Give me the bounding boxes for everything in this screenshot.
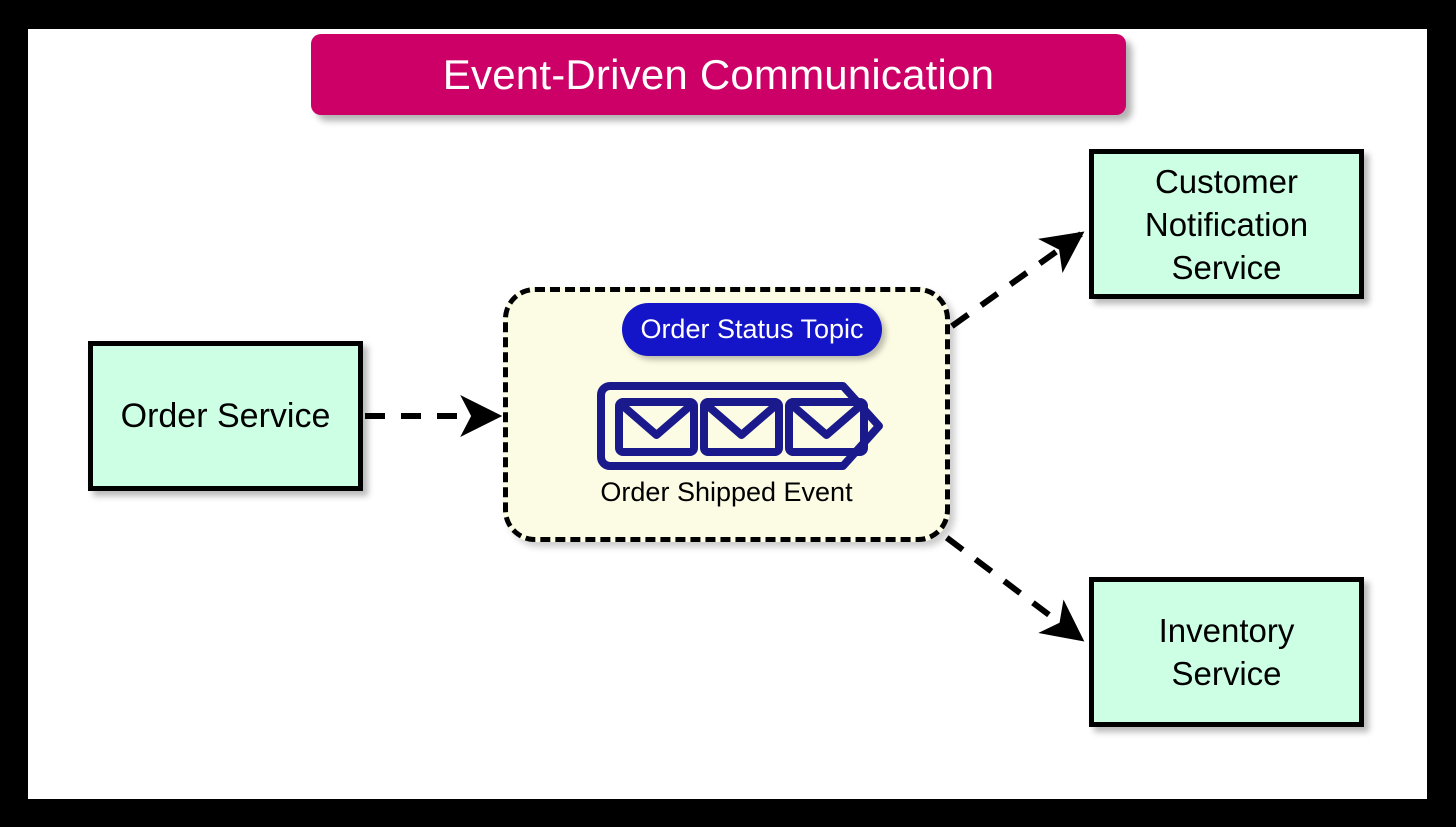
label-line-3: Service: [1171, 248, 1282, 286]
node-order-service[interactable]: Order Service: [88, 341, 363, 491]
topic-pill[interactable]: Order Status Topic: [622, 303, 882, 356]
node-inventory-service[interactable]: Inventory Service: [1089, 577, 1364, 727]
label-line-2: Notification: [1144, 205, 1309, 243]
label-line-1: Inventory: [1158, 612, 1295, 649]
node-order-service-label: Order Service: [120, 396, 331, 435]
label-line-1: Customer: [1154, 162, 1299, 200]
event-label: Order Shipped Event: [600, 477, 853, 507]
diagram-canvas: Event-Driven Communication: [28, 29, 1427, 799]
edge-topic-to-inventory: [916, 513, 1085, 642]
node-inventory-service-label: Inventory Service: [1159, 609, 1295, 695]
label-line-2: Service: [1171, 655, 1282, 692]
node-customer-notification-service-label: Customer Notification Service: [1145, 160, 1308, 289]
title-banner: Event-Driven Communication: [311, 34, 1126, 115]
page-title: Event-Driven Communication: [442, 50, 995, 98]
topic-pill-label: Order Status Topic: [640, 314, 864, 344]
envelope-icon: [615, 398, 698, 456]
node-customer-notification-service[interactable]: Customer Notification Service: [1089, 149, 1364, 299]
message-queue-icon: [597, 382, 883, 470]
envelope-icon: [700, 398, 783, 456]
envelope-icon: [785, 398, 868, 456]
